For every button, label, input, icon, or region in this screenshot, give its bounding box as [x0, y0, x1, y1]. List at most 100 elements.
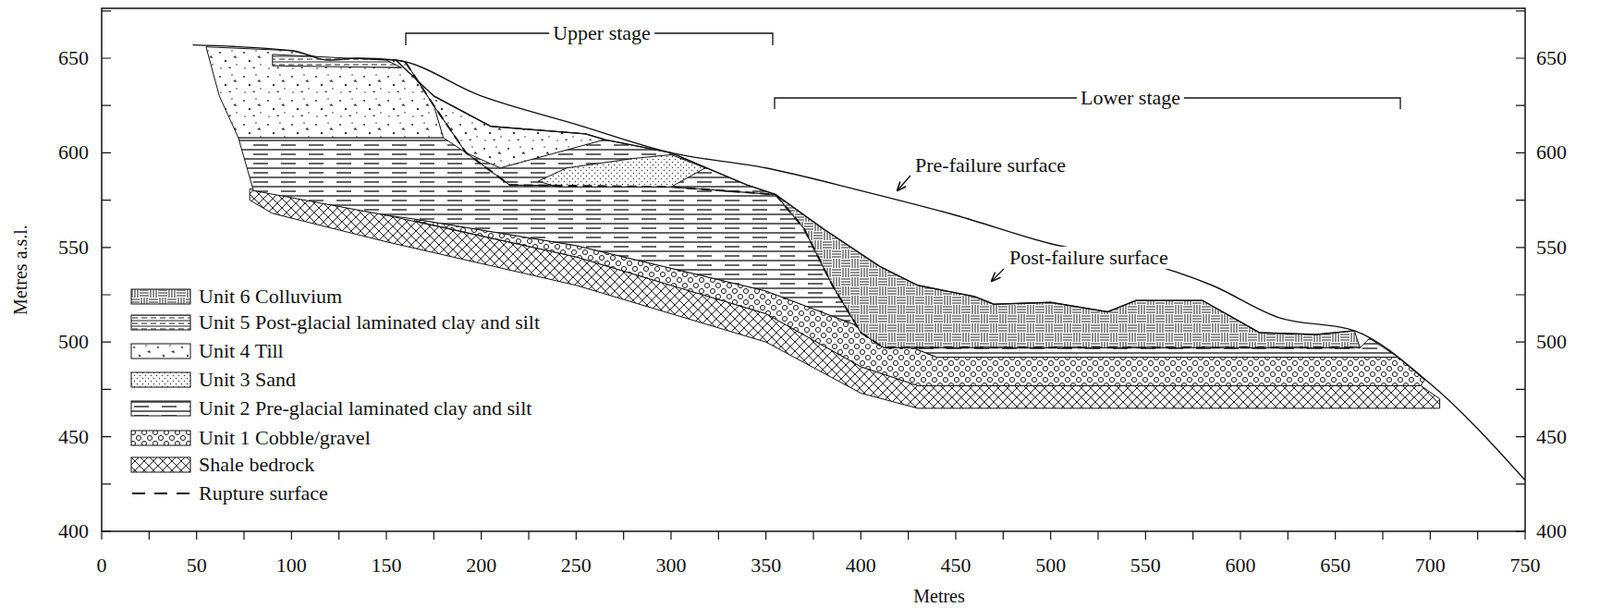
axis-tick-label: 400: [1536, 520, 1567, 543]
axis-tick: [812, 531, 814, 540]
plot-frame: [101, 8, 1526, 532]
axis-tick: [101, 341, 1526, 343]
geologic-unit: [537, 154, 706, 187]
axis-tick-label: 650: [1319, 554, 1351, 577]
axis-tick: [243, 531, 245, 540]
legend-text: Unit 1 Cobble/gravel: [198, 427, 371, 450]
axis-tick: [291, 531, 293, 540]
legend-swatch: [130, 314, 192, 331]
axis-tick-label: 500: [1035, 554, 1066, 577]
axis-tick: [765, 531, 767, 540]
axis-tick-label: 0: [97, 554, 108, 577]
axis-tick: [1334, 531, 1336, 540]
axis-tick-label: 650: [58, 47, 89, 70]
legend-swatch: [130, 456, 192, 474]
axis-tick-label: 500: [58, 330, 89, 354]
axis-tick-label: 600: [1536, 141, 1567, 164]
geologic-unit: [206, 47, 444, 138]
axis-tick: [1477, 531, 1478, 540]
post-failure-line: [395, 60, 1355, 335]
legend-row: Unit 3 Sand: [130, 367, 296, 392]
legend-text: Unit 6 Colluvium: [198, 285, 342, 308]
legend-swatch-fill: [131, 457, 191, 473]
geologic-unit: [395, 60, 605, 169]
axis-tick: [907, 531, 909, 540]
axis-tick-label: 550: [1536, 236, 1567, 259]
legend-row: Unit 4 Till: [130, 339, 284, 364]
axis-tick: [860, 531, 862, 540]
axis-tick: [1287, 531, 1289, 540]
legend-row: Unit 5 Post-glacial laminated clay and s…: [130, 310, 540, 335]
legend-swatch-fill: [131, 289, 191, 305]
legend-text: Unit 4 Till: [198, 340, 284, 363]
axis-tick: [195, 531, 197, 540]
legend-text: Rupture surface: [198, 482, 329, 505]
legend-swatch: [130, 485, 192, 502]
axis-tick-label: 550: [58, 236, 89, 259]
axis-tick: [480, 531, 482, 540]
legend-swatch-fill: [131, 343, 191, 359]
axis-tick: [1097, 531, 1099, 540]
axis-tick: [101, 10, 1526, 12]
axis-tick: [1002, 531, 1004, 540]
axis-tick: [101, 57, 1526, 59]
axis-tick: [954, 531, 956, 540]
geologic-unit: [272, 54, 403, 68]
legend-swatch: [130, 288, 192, 306]
axis-tick-label: 600: [58, 141, 89, 164]
legend-swatch-fill: [131, 315, 191, 330]
axis-tick-label: 500: [1536, 330, 1567, 354]
axis-title: Metres a.s.l.: [10, 224, 31, 316]
legend-text: Shale bedrock: [198, 453, 315, 477]
axis-tick: [1429, 531, 1431, 540]
axis-tick: [101, 152, 1526, 154]
axis-tick: [433, 531, 435, 540]
legend-row: Unit 6 Colluvium: [130, 284, 342, 309]
legend-swatch: [130, 342, 192, 360]
axis-title: Metres: [913, 586, 965, 607]
legend-swatch: [130, 429, 192, 447]
legend-row: Unit 1 Cobble/gravel: [130, 426, 371, 451]
axis-tick: [100, 531, 102, 540]
axis-tick: [101, 246, 1526, 248]
axis-tick-label: 550: [1130, 554, 1161, 577]
legend-swatch: [130, 371, 192, 389]
axis-tick: [385, 531, 387, 540]
axis-tick-label: 300: [656, 554, 687, 577]
legend-swatch: [130, 400, 192, 417]
axis-tick-label: 450: [58, 426, 89, 449]
stage-label: Lower stage: [1076, 86, 1185, 110]
stage-label: Upper stage: [549, 22, 655, 45]
leader-arrow: [897, 175, 911, 191]
axis-tick-label: 600: [1225, 554, 1257, 577]
axis-tick-label: 400: [58, 520, 89, 543]
axis-tick-label: 200: [465, 554, 497, 577]
axis-tick-label: 700: [1415, 554, 1446, 577]
axis-tick: [1050, 531, 1051, 540]
axis-tick: [101, 389, 1526, 391]
legend-row: Rupture surface: [130, 481, 329, 506]
legend-swatch-fill: [131, 401, 191, 416]
axis-tick-label: 750: [1510, 554, 1541, 577]
axis-tick-label: 50: [186, 554, 208, 577]
legend-text: Unit 2 Pre-glacial laminated clay and si…: [198, 397, 532, 420]
legend-row: Unit 2 Pre-glacial laminated clay and si…: [130, 396, 532, 421]
axis-tick: [1192, 531, 1194, 540]
axis-tick-label: 250: [561, 554, 592, 577]
axis-tick: [148, 531, 150, 540]
axis-tick-label: 650: [1536, 47, 1567, 70]
rupture-line: [775, 194, 1360, 348]
pre-failure-line: [193, 45, 1526, 481]
legend-text: Unit 3 Sand: [198, 368, 296, 391]
axis-tick: [101, 105, 1526, 107]
axis-tick: [527, 531, 529, 540]
axis-tick: [1381, 531, 1383, 540]
axis-tick: [338, 531, 340, 540]
axis-tick-label: 400: [845, 554, 877, 577]
geologic-unit: [775, 194, 1360, 348]
surface-label: Post-failure surface: [1005, 246, 1173, 269]
legend-swatch-line: [132, 492, 190, 495]
axis-tick: [101, 199, 1526, 201]
axis-tick: [718, 531, 720, 540]
axis-tick-label: 450: [940, 554, 972, 577]
